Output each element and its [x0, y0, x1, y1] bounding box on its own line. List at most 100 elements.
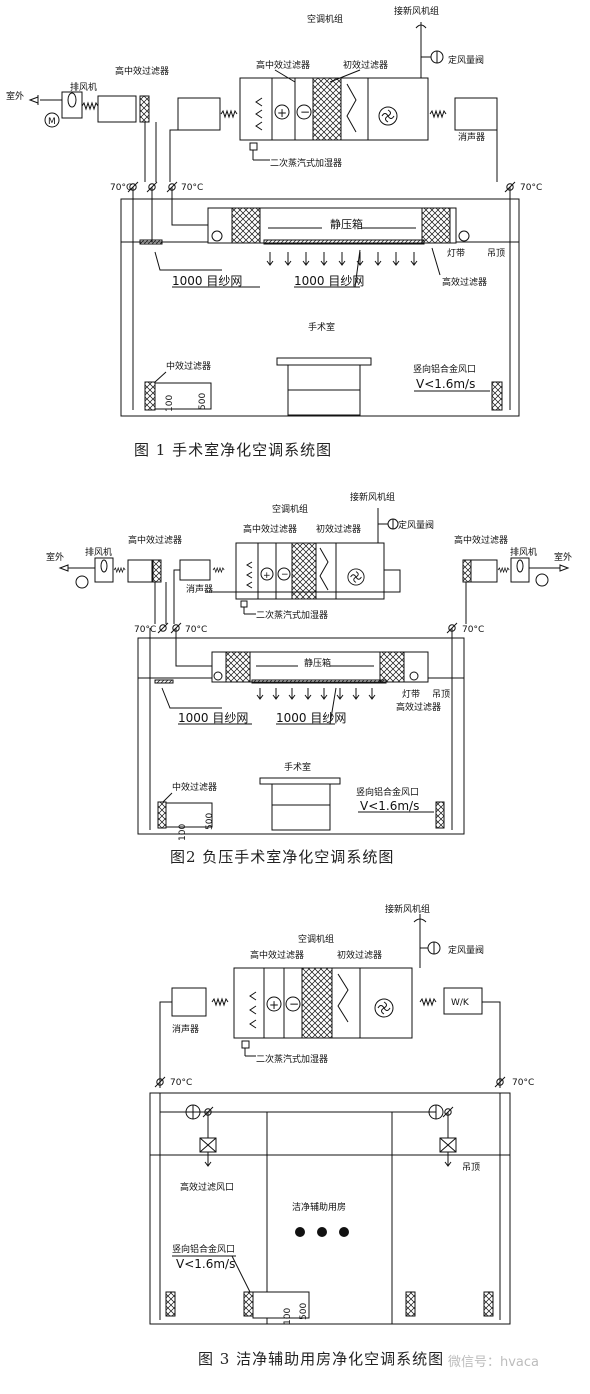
svg-text:M: M — [48, 117, 56, 127]
figure-2: 空调机组 接新风机组 定风量阀 高中效过滤器 初效过滤器 高中效过滤器 高中效过… — [46, 491, 572, 866]
fig2-light-belt: 灯带 — [402, 689, 420, 700]
fig1-ex-filter — [139, 95, 150, 123]
fig1-grille-label: 竖向铝合金风口 — [413, 363, 476, 375]
fig2-mhf-label: 高中效过滤器 — [243, 523, 297, 535]
fig1-dim-500: 500 — [198, 393, 208, 410]
fig1-grille-left — [144, 381, 156, 411]
fig1-mesh1: 1000 目纱网 — [172, 274, 242, 288]
fig2-silencer-box — [179, 559, 211, 581]
fig1-fd-c: 70°C — [520, 183, 542, 193]
fig2-ahu-box: + − — [235, 542, 385, 600]
fig1-velocity: V<1.6m/s — [416, 377, 475, 391]
fig3-grille-1 — [165, 1291, 176, 1317]
fig1-mesh2: 1000 目纱网 — [294, 274, 364, 288]
fig1-ahu-box: + − — [239, 77, 429, 141]
fig2-mesh2: 1000 目纱网 — [276, 711, 346, 725]
fig2-humidifier: 二次蒸汽式加湿器 — [256, 609, 328, 621]
fig3-dots — [295, 1227, 349, 1237]
fig3-fd-a: 70°C — [170, 1078, 192, 1088]
figure-3: 接新风机组 空调机组 定风量阀 高中效过滤器 初效过滤器 + − 二次蒸汽 — [149, 903, 539, 1370]
fig1-grille-right — [491, 381, 503, 411]
fig1-light-belt: 灯带 — [447, 248, 465, 259]
fig2-hepa-label: 高效过滤器 — [396, 701, 441, 713]
fig1-fd-a: 70°C — [110, 183, 132, 193]
svg-text:−: − — [289, 997, 299, 1011]
fig2-fresh-air-label: 接新风机组 — [350, 491, 395, 503]
fig3-dim-500: 500 — [299, 1303, 309, 1320]
fig1-silencer-label: 消声器 — [458, 131, 485, 143]
fig1-ahu-label: 空调机组 — [307, 13, 343, 25]
fig2-exfan-right-icon — [510, 557, 530, 583]
fig3-wk-box: W/K — [443, 987, 483, 1015]
fig3-hepa-outlet-label: 高效过滤风口 — [180, 1181, 234, 1193]
fig2-outdoor-right: 室外 — [554, 551, 572, 563]
fig1-plenum: 静压箱 — [207, 207, 470, 245]
figure-1: 空调机组 接新风机组 定风量阀 高中效过滤器 初效过滤器 高中效过滤器 排风机 … — [6, 5, 542, 459]
fig3-damper-icon — [420, 941, 441, 955]
fig1-fresh-air-label: 接新风机组 — [394, 5, 439, 17]
svg-text:−: − — [281, 570, 289, 580]
fig1-exhaust-box — [97, 95, 137, 123]
fig1-dim-100: 100 — [165, 395, 175, 412]
fig3-mhf-label: 高中效过滤器 — [250, 949, 304, 961]
svg-text:+: + — [263, 571, 271, 581]
fig1-op-table — [276, 357, 372, 416]
fig3-pre-filter-label: 初效过滤器 — [337, 949, 382, 961]
fig2-outdoor-left: 室外 — [46, 551, 64, 563]
fig1-med-filter: 中效过滤器 — [166, 360, 211, 372]
fig3-humidifier: 二次蒸汽式加湿器 — [256, 1053, 328, 1065]
fig1-silencer-left — [177, 97, 221, 131]
fig3-grille-3 — [405, 1291, 416, 1317]
fig3-fresh-air-label: 接新风机组 — [385, 903, 430, 915]
fig2-med-filter: 中效过滤器 — [172, 781, 217, 793]
fig2-mesh1: 1000 目纱网 — [178, 711, 248, 725]
fig1-caption: 图 1 手术室净化空调系统图 — [134, 441, 332, 459]
fig1-mhf-label: 高中效过滤器 — [256, 59, 310, 71]
fig3-fd-b: 70°C — [512, 1078, 534, 1088]
fig1-down-arrows — [266, 252, 418, 266]
fig1-silencer-right — [454, 97, 498, 131]
svg-text:+: + — [269, 998, 279, 1012]
fig2-exfan-left: 排风机 — [85, 546, 112, 558]
fig3-grille-4 — [483, 1291, 494, 1317]
fig3-silencer-box — [171, 987, 207, 1017]
fig1-damper-icon — [421, 50, 444, 64]
fig1-pre-filter-label: 初效过滤器 — [343, 59, 388, 71]
fig2-down-arrows — [256, 688, 376, 700]
fig2-op-table — [259, 777, 341, 831]
fig2-damper-label: 定风量阀 — [398, 519, 434, 531]
fig1-plenum-label: 静压箱 — [330, 217, 363, 231]
fig3-ceiling: 吊顶 — [462, 1162, 480, 1173]
fig1-exhaust-fan-icon: M — [44, 91, 83, 128]
fig2-dim-500: 500 — [205, 813, 215, 830]
fig1-ceiling: 吊顶 — [487, 248, 505, 259]
fig2-mhf-left: 高中效过滤器 — [128, 534, 182, 546]
fig2-velocity: V<1.6m/s — [360, 799, 419, 813]
fig2-plenum-label: 静压箱 — [304, 657, 331, 669]
fig2-ahu-label: 空调机组 — [272, 503, 308, 515]
fig3-room-label: 洁净辅助用房 — [292, 1201, 346, 1213]
fig2-exfan-left-icon — [94, 557, 114, 583]
fig2-caption: 图2 负压手术室净化空调系统图 — [170, 848, 394, 866]
fig2-dim-100: 100 — [178, 824, 188, 841]
fig1-fd-b: 70°C — [181, 183, 203, 193]
fig2-fd-a: 70°C — [134, 625, 156, 635]
fig2-damper-icon — [378, 518, 399, 530]
fig3-grille-2 — [243, 1291, 254, 1317]
fig1-arrows-icon — [255, 97, 263, 131]
svg-text:+: + — [277, 106, 287, 120]
fig3-room-outline — [149, 1092, 511, 1325]
fig2-exfan-right: 排风机 — [510, 546, 537, 558]
fig2-ceiling: 吊顶 — [432, 689, 450, 700]
fig1-outdoor-arrow-icon — [28, 95, 62, 105]
fig2-silencer-label: 消声器 — [186, 583, 213, 595]
fig3-velocity: V<1.6m/s — [176, 1257, 235, 1271]
fig1-exhaust-fan-label: 排风机 — [70, 81, 97, 93]
watermark: 微信号：hvaca — [448, 1355, 539, 1370]
fig2-fd-c: 70°C — [462, 625, 484, 635]
fig3-ahu-box: + − — [233, 967, 413, 1039]
svg-text:−: − — [300, 105, 310, 119]
fig2-mhf-right: 高中效过滤器 — [454, 534, 508, 546]
fig1-room-label: 手术室 — [308, 321, 335, 333]
